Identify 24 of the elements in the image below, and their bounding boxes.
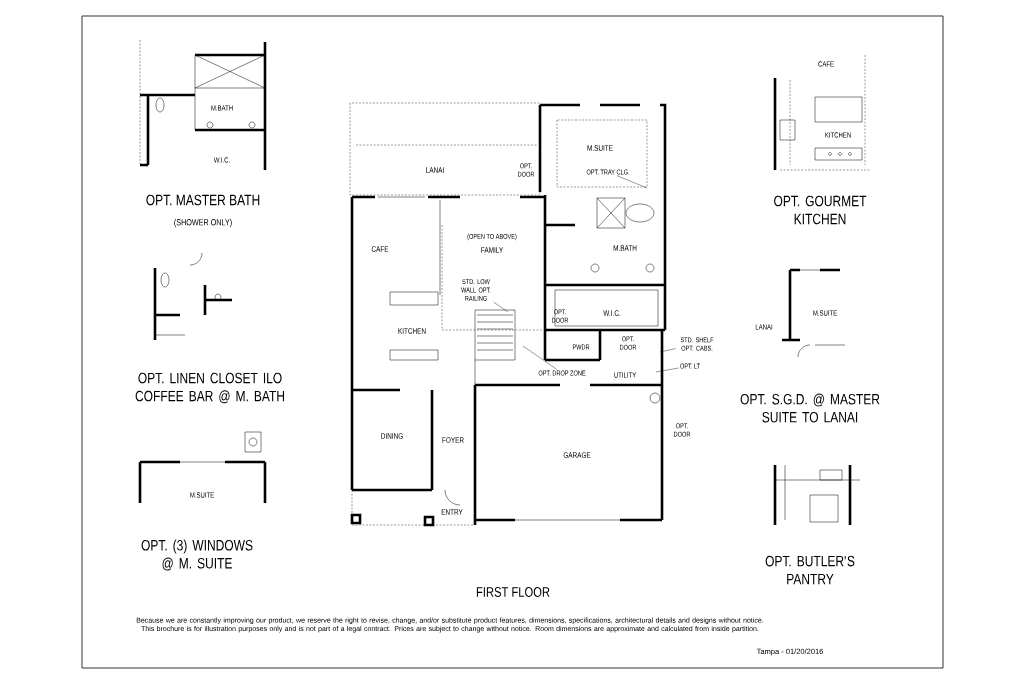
room-label: GARAGE <box>563 452 591 458</box>
room-label: W.I.C. <box>603 310 621 316</box>
leader-line <box>616 175 648 189</box>
option-caption: OPT. LINEN CLOSET ILO COFFEE BAR @ M. BATH <box>135 372 284 404</box>
option-caption: OPT. S.G.D. @ MASTER SUITE TO LANAI <box>740 393 880 423</box>
room-label: FAMILY <box>481 247 503 253</box>
option-caption: OPT. (3) WINDOWS @ M. SUITE <box>141 539 253 571</box>
plan-title: FIRST FLOOR <box>476 587 550 597</box>
room-label: LANAI <box>426 167 444 173</box>
leader-line <box>522 345 557 370</box>
option-caption: OPT. BUTLER'S PANTRY <box>765 555 855 585</box>
room-label: FOYER <box>442 437 464 443</box>
room-label: ENTRY <box>441 509 463 515</box>
room-label: M.BATH <box>613 245 637 251</box>
option-caption: OPT. GOURMET KITCHEN <box>774 195 867 225</box>
leader-line <box>493 301 509 313</box>
room-label: DINING <box>381 433 403 439</box>
room-label: KITCHEN <box>398 328 426 334</box>
leader-line <box>655 367 679 373</box>
leader-line <box>659 348 676 353</box>
room-label: M.SUITE <box>587 145 613 151</box>
option-caption: OPT. MASTER BATH <box>146 194 260 206</box>
option-subcaption: (SHOWER ONLY) <box>174 218 232 228</box>
room-label: CAFE <box>371 246 389 252</box>
